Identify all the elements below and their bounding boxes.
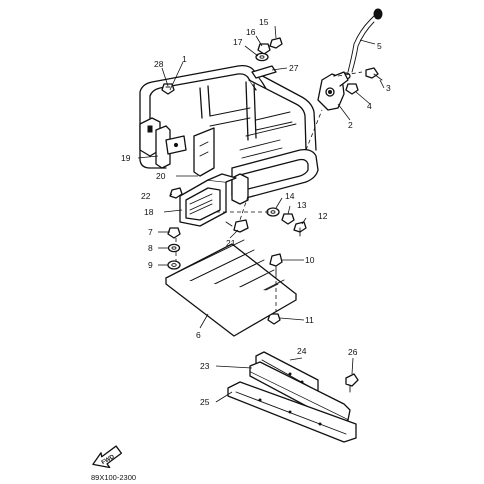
callout-21: 21 [226,238,236,248]
callout-10: 10 [305,255,315,265]
bracket-20 [193,127,215,177]
callout-5: 5 [377,41,382,51]
bolt-3 [365,67,383,81]
callout-7: 7 [148,227,153,237]
callout-1: 1 [182,54,187,64]
callout-17: 17 [233,37,243,47]
hook-2 [317,71,349,111]
callout-23: 23 [200,361,210,371]
callout-24: 24 [297,346,307,356]
callout-2: 2 [348,120,353,130]
bolt-26 [345,373,359,393]
nut-11 [267,313,281,325]
label-27 [251,65,277,79]
diagram-code: 89X100-2300 [91,473,136,482]
callout-3: 3 [386,83,391,93]
callout-14: 14 [285,191,295,201]
nut-16 [257,43,271,55]
callout-13: 13 [297,200,307,210]
bolt-22 [169,187,183,199]
callout-8: 8 [148,243,153,253]
bracket-19 [155,125,187,169]
bolt-12 [293,221,307,237]
callout-labels: 1 2 3 4 5 6 7 8 9 10 11 12 13 14 15 16 1… [121,17,391,407]
callout-27: 27 [289,63,299,73]
callout-9: 9 [148,260,153,270]
leader-lines [137,25,385,403]
callout-16: 16 [246,27,256,37]
plate-25 [227,381,357,443]
bolt-21 [225,219,249,233]
callout-19: 19 [121,153,131,163]
callout-11: 11 [305,315,314,325]
callout-22: 22 [141,191,151,201]
callout-4: 4 [367,101,372,111]
nut-7 [167,227,181,239]
nut-4 [345,83,359,95]
washer-9 [167,260,181,270]
callout-25: 25 [200,397,210,407]
callout-28: 28 [154,59,164,69]
callout-20: 20 [156,171,166,181]
reflector-18 [179,173,237,227]
floor-plate-6 [165,239,297,337]
callout-6: 6 [196,330,201,340]
bolt-28 [161,83,175,95]
callout-15: 15 [259,17,269,27]
fwd-arrow-icon: FWD [92,445,123,469]
callout-26: 26 [348,347,358,357]
washer-8 [167,243,181,253]
callout-12: 12 [318,211,328,221]
bolt-10 [269,253,283,275]
cable-5 [341,8,383,80]
callout-18: 18 [144,207,154,217]
washer-17 [255,52,269,62]
bolt-15 [269,37,283,49]
plate-23 [249,361,351,425]
nut-13 [281,213,295,225]
